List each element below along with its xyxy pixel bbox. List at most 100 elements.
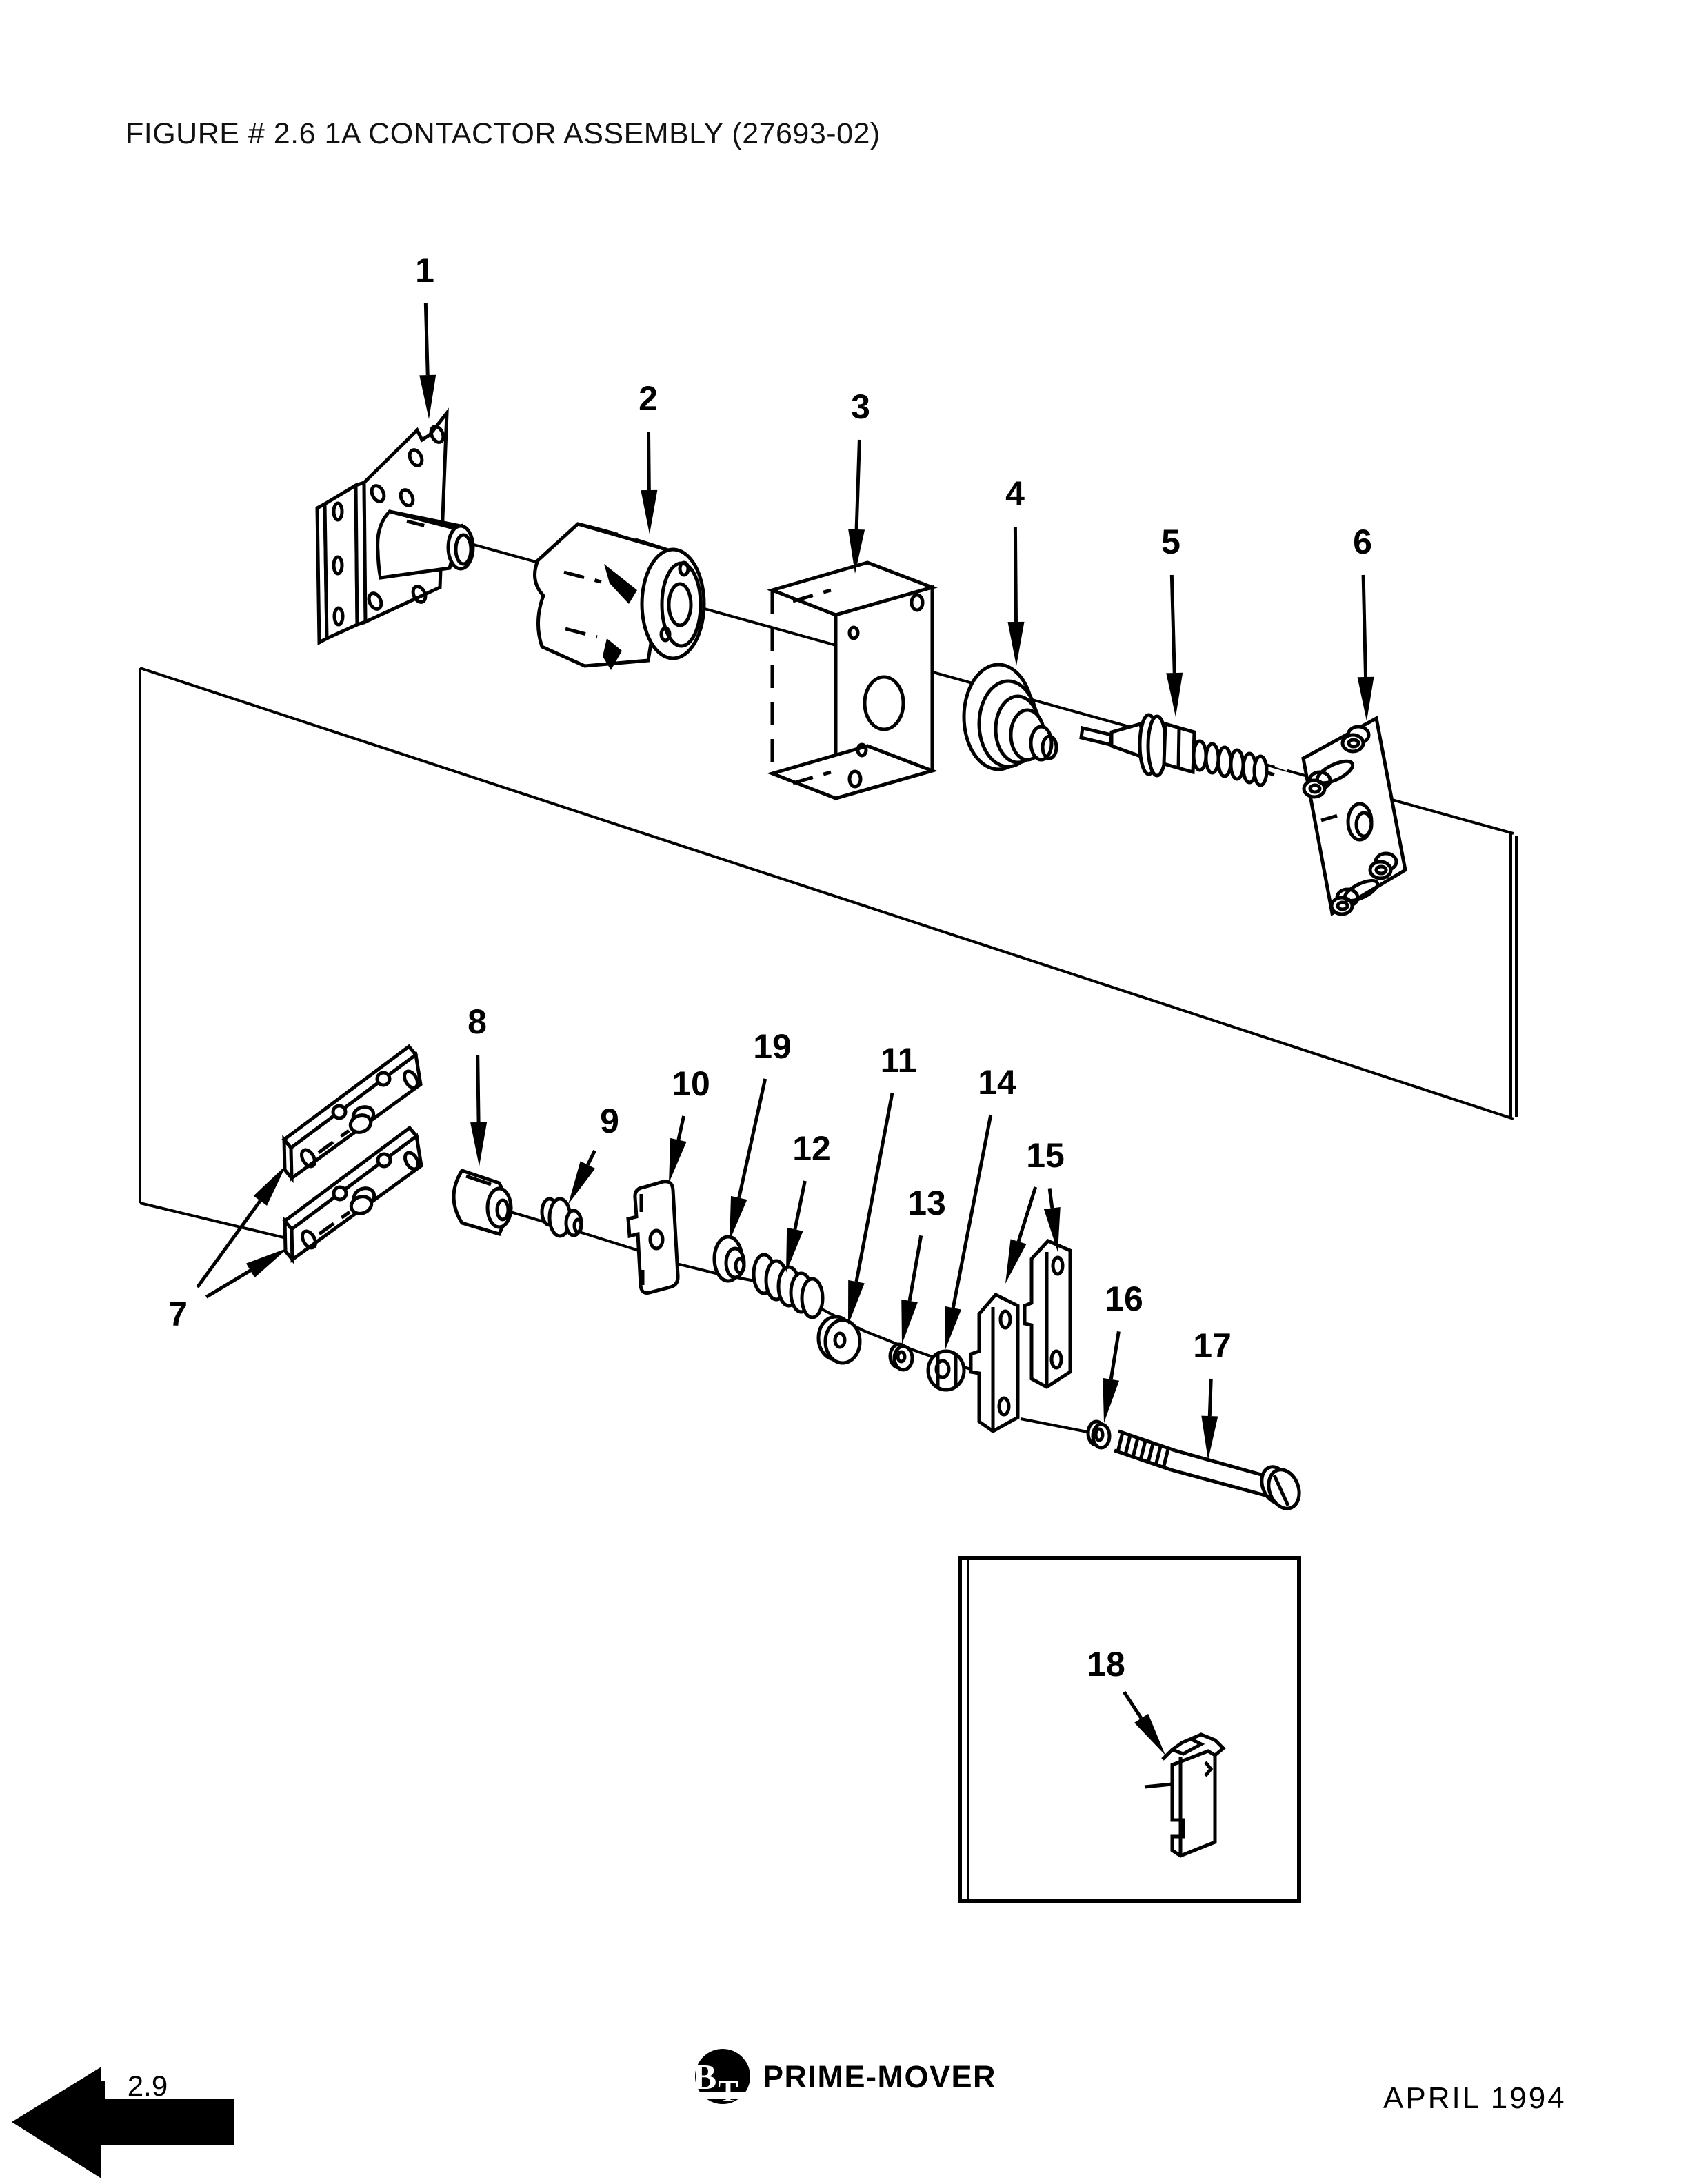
part-18-clip xyxy=(1144,1732,1226,1858)
callout-arrowhead-icon xyxy=(848,529,865,574)
callout-arrowhead-icon xyxy=(669,1138,687,1183)
callout-arrowhead-icon xyxy=(641,489,658,534)
callout-leader-line xyxy=(1016,1186,1038,1242)
part-12-spring xyxy=(752,1253,825,1320)
bt-logo-circle-icon xyxy=(695,2049,750,2104)
part-6-end-block xyxy=(1301,716,1407,916)
brand-logo: B T PRIME-MOVER xyxy=(693,2049,996,2108)
callout-arrowhead-icon xyxy=(568,1161,596,1204)
callout-14: 14 xyxy=(945,1063,1016,1351)
part-7-contact-bars xyxy=(281,1044,423,1265)
callout-label-10: 10 xyxy=(672,1064,710,1103)
callout-arrowhead-icon xyxy=(945,1306,962,1351)
callout-leader-line xyxy=(586,1149,596,1166)
part-9-flanged-bushing xyxy=(540,1197,583,1238)
part-19-cup-washer xyxy=(712,1235,746,1283)
part-4-boot xyxy=(962,663,1058,771)
callout-16: 16 xyxy=(1103,1280,1143,1423)
callout-leader-line xyxy=(737,1078,767,1199)
brand-name: PRIME-MOVER xyxy=(763,2059,996,2094)
callout-leader-line xyxy=(1169,574,1176,674)
callout-label-3: 3 xyxy=(851,387,870,426)
callout-9: 9 xyxy=(568,1102,619,1204)
part-1-mounting-plate xyxy=(315,407,475,646)
callout-label-13: 13 xyxy=(907,1184,946,1222)
callout-arrowhead-icon xyxy=(1201,1415,1218,1460)
callout-leader-line xyxy=(1013,526,1018,623)
figure-title: FIGURE # 2.6 1A CONTACTOR ASSEMBLY (2769… xyxy=(125,117,881,150)
callout-leader-line xyxy=(196,1200,262,1288)
callout-arrowhead-icon xyxy=(901,1299,918,1344)
callout-leader-line xyxy=(646,431,651,491)
part-8-bushing xyxy=(452,1169,513,1237)
callout-3: 3 xyxy=(848,387,870,574)
panel-outline xyxy=(139,667,1518,1242)
callout-19: 19 xyxy=(730,1027,792,1241)
callout-leader-line xyxy=(1207,1378,1213,1417)
footer: 2.9 Return B T PRIME-MOVER APRIL 1994 xyxy=(12,2049,1567,2178)
callout-leader-line xyxy=(1361,574,1368,678)
callout-7: 7 xyxy=(168,1165,288,1333)
callout-arrowhead-icon xyxy=(786,1227,803,1273)
callout-arrowhead-icon xyxy=(253,1165,286,1206)
part-5-plunger xyxy=(1079,713,1275,787)
callout-leader-line xyxy=(476,1054,481,1123)
callout-label-4: 4 xyxy=(1005,474,1025,513)
bt-logo-b: B xyxy=(693,2058,717,2097)
callout-13: 13 xyxy=(901,1184,946,1344)
callout-label-14: 14 xyxy=(978,1063,1016,1102)
callout-label-8: 8 xyxy=(468,1002,487,1041)
callout-leader-line xyxy=(1109,1331,1121,1380)
callout-arrowhead-icon xyxy=(470,1122,488,1166)
callout-arrowhead-icon xyxy=(1357,676,1374,721)
callout-leader-line xyxy=(1047,1188,1054,1209)
callout-5: 5 xyxy=(1161,523,1183,717)
part-11-washer xyxy=(816,1315,862,1365)
callout-leader-line xyxy=(205,1268,252,1299)
part-2-contactor-body xyxy=(533,522,706,670)
callout-label-18: 18 xyxy=(1087,1645,1125,1684)
callout-2: 2 xyxy=(639,379,658,534)
callout-11: 11 xyxy=(848,1041,916,1325)
callout-arrowhead-icon xyxy=(419,374,436,419)
callout-label-5: 5 xyxy=(1161,523,1180,561)
return-button[interactable]: Return xyxy=(12,2067,234,2178)
bt-logo-t: T xyxy=(718,2074,738,2108)
callout-leader-line xyxy=(907,1235,923,1302)
callout-label-12: 12 xyxy=(792,1129,831,1168)
callout-leader-line xyxy=(854,439,861,530)
callout-arrowhead-icon xyxy=(245,1248,288,1278)
callout-leader-line xyxy=(951,1114,993,1308)
callout-18: 18 xyxy=(1087,1645,1165,1755)
callout-15: 15 xyxy=(1005,1136,1065,1284)
callout-label-9: 9 xyxy=(600,1102,619,1140)
part-14-hex-nut xyxy=(926,1349,966,1392)
callout-label-17: 17 xyxy=(1193,1326,1232,1365)
part-3-bracket xyxy=(767,560,938,801)
callout-12: 12 xyxy=(786,1129,831,1273)
callout-17: 17 xyxy=(1193,1326,1232,1460)
return-label: Return xyxy=(80,2112,182,2148)
callout-label-11: 11 xyxy=(881,1041,917,1080)
page-number: 2.9 xyxy=(128,2070,168,2102)
callout-label-16: 16 xyxy=(1105,1280,1143,1318)
callout-label-6: 6 xyxy=(1353,523,1372,561)
callout-label-15: 15 xyxy=(1026,1136,1065,1175)
callout-10: 10 xyxy=(669,1064,710,1183)
part-16-washer xyxy=(1086,1419,1112,1450)
callout-8: 8 xyxy=(468,1002,488,1166)
inset-box xyxy=(958,1556,1301,1903)
callout-leader-line xyxy=(854,1092,894,1282)
callout-arrowhead-icon xyxy=(1134,1713,1165,1755)
callout-arrowhead-icon xyxy=(1166,672,1183,717)
callout-arrowhead-icon xyxy=(1043,1206,1061,1252)
part-10-carrier-plate xyxy=(626,1180,680,1295)
callout-arrowhead-icon xyxy=(1103,1377,1120,1423)
part-13-small-washer xyxy=(888,1342,914,1372)
callout-label-19: 19 xyxy=(753,1027,792,1066)
callout-arrowhead-icon xyxy=(730,1195,747,1241)
callout-label-7: 7 xyxy=(168,1295,188,1333)
footer-date: APRIL 1994 xyxy=(1383,2081,1567,2115)
callout-arrowhead-icon xyxy=(1005,1239,1027,1284)
